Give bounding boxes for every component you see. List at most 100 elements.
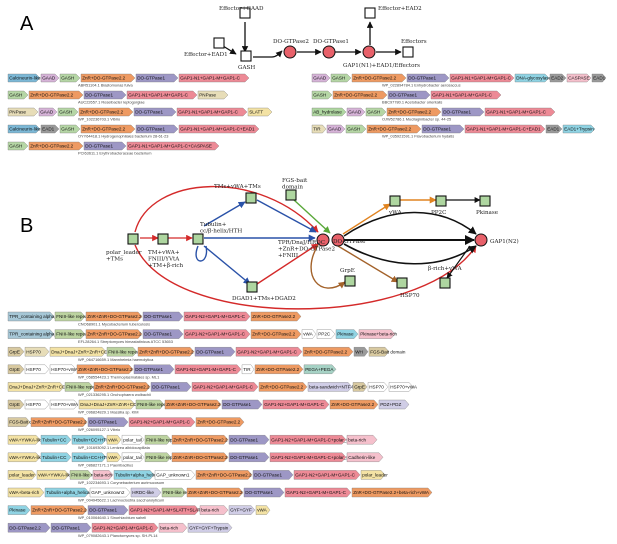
domain-label: Cadherin-like [348,455,376,460]
domain-label: ZnR+DO-GTPase2.2 [30,93,73,98]
node-do-gtpase2 [283,45,297,59]
domain-segment: GAP1-N2+GAP1-M+GAP1-C+polar_tail [269,452,352,462]
node-fgs-bait [285,189,297,201]
edge-ead1-gash [222,45,237,55]
domain-segment: WH [353,347,369,357]
domain-segment: CASPASE [566,73,592,83]
domain-segment: DO-GTPase1 [194,347,236,357]
domain-segment: GAP1-N2+GAP1-M+GAP1-C [183,311,251,322]
domain-label: Tubulin+alpha_helical [46,490,90,495]
accession-label: WP_102236703.1 Vibrio [78,117,120,122]
edge-tpr-to-grpe [310,244,346,289]
edge-dogtpase-to-gap-lower [343,243,477,265]
domain-segment: HSP70+vWA [49,364,79,374]
domain-label: TPR_containing alpha_helical [9,314,70,319]
domain-segment: GYF+GYF [228,505,256,515]
domain-segment: ZnR+DO-GTPase2.2 [366,124,422,134]
domain-label: GAP1-N2+GAP1-M+GAP1-C [185,314,245,319]
domain-segment: DO-GTPase1 [133,107,177,117]
domain-segment: FNIII-like repeats [69,470,107,480]
domain-label: DNA-glycosylase [516,76,551,81]
domain-segment: GrpE [352,382,368,392]
domain-label: GAP1-N1+GAP1-M+GAP1-C [451,76,511,81]
domain-segment: DO-GTPase1 [135,124,179,134]
edge-dgad-to-tpr [256,243,319,285]
domain-segment: PP2C [316,329,336,339]
label-gash: GASH [238,65,255,71]
domain-label: FNIII-like repeats [137,402,173,407]
domain-label: DO-GTPase1 [137,127,165,132]
domain-segment: ZnR+DO-GTPase2.2 [386,107,442,117]
domain-label: ZnR+DO-GTPase2.2 [260,385,303,390]
domain-segment: EAD1 [545,124,563,134]
domain-segment: HSP70 [24,347,50,357]
domain-label: DO-GTPase1 [85,144,113,149]
domain-label: ZnR+DO-GTPase2.2 [388,110,431,115]
domain-segment: ZnR+DO-GTPase2.2 [80,73,136,83]
domain-segment: ZnR+DO-GTPase2.2 [250,311,302,322]
domain-label: GAP1-N2+GAP1-M+GAP1-C+polar_tail [271,437,352,442]
node-pkinase [479,195,491,207]
domain-label: DO-GTPase1 [423,127,451,132]
domain-label: FNIII-like repeats [71,473,107,478]
domain-label: vWA [108,455,118,460]
domain-label: ZnR+ZnR+DO-GTPase2.2 [173,437,228,442]
label-tubulin: Tubulin+cc/β-helix/HTH [200,222,242,234]
domain-segment: polar_leader [7,470,37,480]
domain-label: ZnR+ZnR+DO-GTPase2.2 [173,455,228,460]
domain-segment: GAP1-N1+GAP1-M+GAP1-C [449,73,515,83]
domain-label: GAP1-N1+GAP1-M+GAP1-C [486,110,546,115]
domain-segment: ZnR+ZnR+DO-GTPase2.2 [186,487,244,498]
domain-label: PDZ+PDZ [380,402,401,407]
domain-label: FNIII-like repeats [163,490,199,495]
domain-segment: HSP70 [367,382,389,392]
node-grpe [344,275,356,287]
domain-segment: ZnR+ZnR+DO-GTPase2.2 [195,470,253,480]
panel-label-b: B [20,215,33,237]
domain-label: FNIII-like repeats [146,455,182,460]
domain-segment: PNPase [7,107,39,117]
domain-segment: ZnR+DO-GTPase2.2 [302,347,354,357]
domain-segment: GAP_unknown2 [89,487,131,498]
domain-label: ZnR+DO-GTPase2.2 [368,127,411,132]
domain-segment: HRDC-like [130,487,162,498]
domain-segment: GrpE [7,364,25,374]
accession-label: WP_086827171.1 Paenibacillus [78,462,133,467]
domain-label: AB_hydrolase [313,110,342,115]
node-effector-gaad [239,7,251,19]
domain-segment: ZnR+ZnR+DO-GTPase2.2 [76,364,134,374]
domain-segment: vWA [301,329,317,339]
domain-label: DO-GTPase1 [389,93,417,98]
domain-label: GYF+GYF [230,508,252,513]
label-beta-rich: β-rich+vWA [428,266,463,272]
domain-segment: DO-GTPase1 [228,452,270,462]
domain-label: Tubulin+CC [42,455,67,460]
edge-tmsvwa-to-tpr [256,199,317,233]
domain-label: polar_tail [123,455,142,460]
domain-segment: ZnR+DO-GTPase2.2 [250,329,302,339]
domain-segment: GAP1-N2+GAP1-M+GAP1-C [235,347,303,357]
domain-segment: GASH [7,90,29,100]
domain-segment: GAP1-N2+GAP1-M+GAP1-C [191,382,259,392]
label-do-gtpase2: DO-GTPase2 [273,39,309,45]
domain-segment: ZnR+ZnR+DO-GTPase2.2 [30,417,88,427]
domain-label: GAP1-N1+GAP1-M+GAP1-C+CASPASE [128,144,212,149]
domain-label: EAD1 [547,127,559,132]
domain-label: HSP70 [369,385,384,390]
accession-label: WP_021336295.1 Onchophaera wolbachii [78,392,151,397]
node-beta-rich [439,277,451,289]
domain-label: DO-GTPase1 [137,76,165,81]
edge-dogtpase-to-hsp70 [337,245,399,283]
domain-label: HSP70+vWA [390,385,418,390]
domain-segment: GASH [57,107,79,117]
edge-tubulin-self [195,245,208,262]
domain-segment: DO-GTPase1 [150,382,192,392]
domain-label: GAP1-N2+GAP1-M+SLATT+SLATT [130,508,203,513]
label-effector-ead1: Effector+EAD1 [184,52,228,58]
accession-label: WP_102234693.1 Corynebacterium aurimucos… [78,480,164,485]
accession-label: EFL28264.1 Streptomyces himastatinicus A… [78,339,173,344]
domain-segment: HSP70 [24,364,50,374]
domain-label: FGS-Bait domain [370,349,406,354]
